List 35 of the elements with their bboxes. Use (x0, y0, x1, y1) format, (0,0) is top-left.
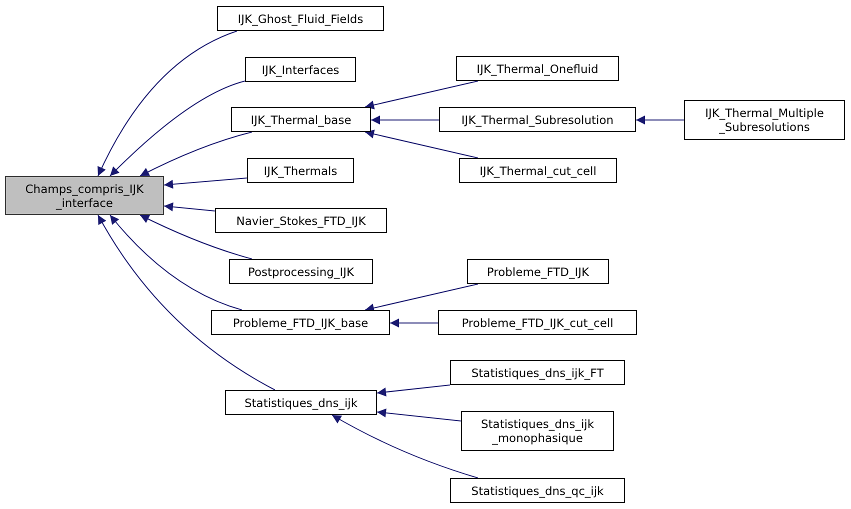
inheritance-arrow (164, 202, 216, 212)
class-box: IJK_Thermal_Multiple _Subresolutions (684, 100, 845, 140)
inheritance-arrow (376, 384, 450, 396)
inheritance-arrow (110, 80, 246, 176)
class-box: IJK_Thermal_base (231, 107, 371, 132)
inheritance-arrow (332, 414, 478, 478)
class-box: Probleme_FTD_IJK (467, 259, 609, 284)
class-box: IJK_Thermals (247, 158, 354, 183)
inheritance-arrow (140, 132, 252, 176)
class-box: IJK_Thermal_cut_cell (459, 158, 617, 183)
class-box: Statistiques_dns_ijk _monophasique (461, 411, 614, 451)
class-box: IJK_Ghost_Fluid_Fields (217, 6, 384, 31)
inheritance-arrow (140, 214, 252, 260)
inheritance-arrow (98, 214, 276, 390)
inheritance-arrow (98, 30, 238, 176)
inheritance-arrow (364, 284, 478, 312)
class-box: Statistiques_dns_ijk_FT (450, 360, 625, 385)
class-box-highlighted: Champs_compris_IJK _interface (5, 176, 164, 215)
inheritance-arrow (164, 178, 248, 189)
class-box: Probleme_FTD_IJK_cut_cell (438, 310, 637, 335)
class-box: Postprocessing_IJK (229, 259, 373, 284)
inheritance-arrow (110, 214, 242, 310)
inheritance-arrow (364, 130, 478, 158)
inheritance-arrow (364, 80, 478, 110)
class-box: IJK_Interfaces (245, 57, 356, 82)
class-box: Statistiques_dns_qc_ijk (450, 478, 625, 503)
class-box: IJK_Thermal_Onefluid (456, 56, 619, 81)
class-box: Probleme_FTD_IJK_base (211, 310, 390, 335)
inheritance-arrow (370, 116, 440, 124)
class-box: IJK_Thermal_Subresolution (439, 107, 636, 132)
inheritance-arrow (376, 408, 462, 422)
inheritance-arrow (636, 116, 684, 124)
class-box: Statistiques_dns_ijk (225, 390, 377, 415)
inheritance-arrow (390, 318, 438, 328)
class-box: Navier_Stokes_FTD_IJK (215, 208, 387, 233)
